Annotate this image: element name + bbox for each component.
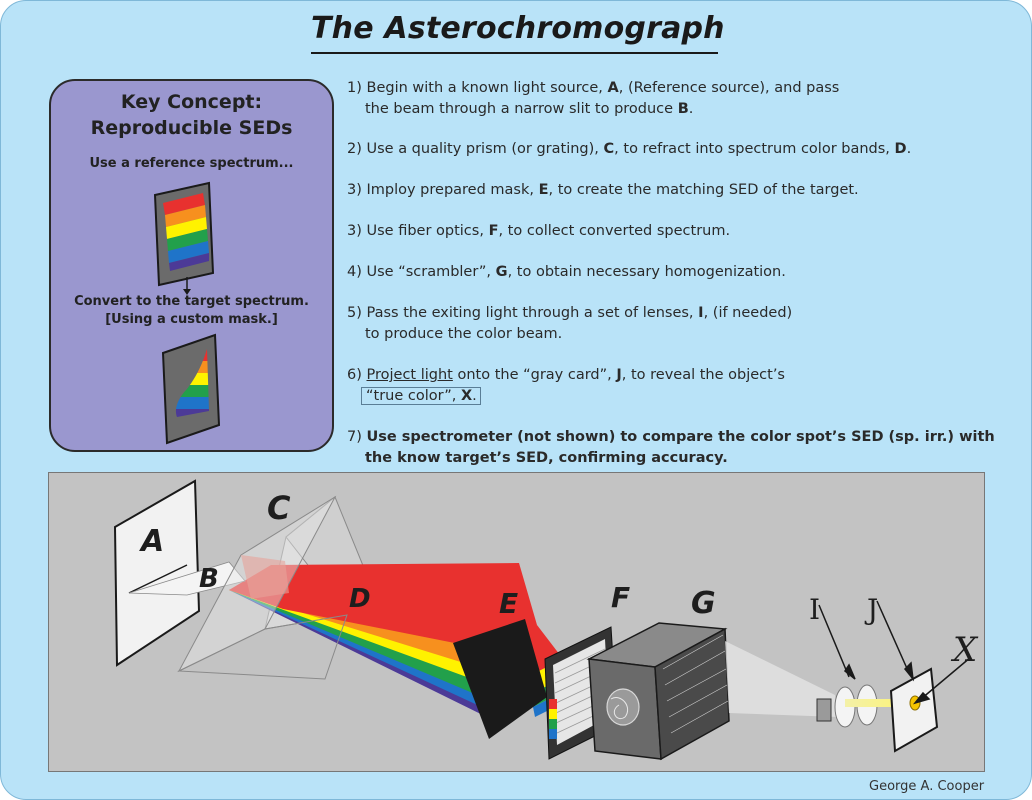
step-3-text-2: , to create the matching SED of the targ… xyxy=(548,182,859,198)
step-1-text-3: the beam through a narrow slit to produc… xyxy=(365,101,678,117)
title-underline xyxy=(311,52,718,54)
step-1-text-2: , (Reference source), and pass xyxy=(618,80,840,96)
author-credit: George A. Cooper xyxy=(869,779,985,794)
step-1-label-b: B xyxy=(677,101,689,117)
step-1: 1) Begin with a known light source, A, (… xyxy=(347,78,839,120)
step-2-text-2: , to refract into spectrum color bands, xyxy=(614,141,895,157)
reference-source-a xyxy=(113,479,201,667)
key-concept-panel: Key Concept: Reproducible SEDs Use a ref… xyxy=(49,79,334,452)
pointer-lines xyxy=(818,600,972,705)
label-j: J xyxy=(864,593,878,626)
masked-spectrum-card-icon xyxy=(161,333,221,445)
step-7-text-2: , to reveal the object’s xyxy=(621,367,785,383)
step-7-boxed: “true color”, X. xyxy=(361,387,481,405)
step-5-label-g: G xyxy=(495,264,508,280)
step-5-text: 4) Use “scrambler”, xyxy=(347,264,496,280)
gray-card-j xyxy=(889,667,939,753)
label-g: G xyxy=(691,586,716,621)
step-3-text: 3) Imploy prepared mask, xyxy=(347,182,539,198)
step-6-text-3: to produce the color beam. xyxy=(365,326,563,342)
step-7-text: onto the “gray card”, xyxy=(452,367,617,383)
step-5: 4) Use “scrambler”, G, to obtain necessa… xyxy=(347,262,786,283)
step-7-underlined: Project light xyxy=(366,367,453,383)
step-7-label-j: J xyxy=(616,367,622,383)
step-2-text: 2) Use a quality prism (or grating), xyxy=(347,141,604,157)
step-4: 3) Use fiber optics, F, to collect conve… xyxy=(347,221,730,242)
label-c: C xyxy=(267,489,291,527)
step-4-text: 3) Use fiber optics, xyxy=(347,223,489,239)
slit-beam-b xyxy=(128,561,246,596)
step-7-text-4: . xyxy=(472,388,477,404)
step-8-text: Use spectrometer (not shown) to compare … xyxy=(366,429,995,445)
step-8: 7) Use spectrometer (not shown) to compa… xyxy=(347,427,995,469)
label-i: I xyxy=(809,593,820,626)
step-4-label-f: F xyxy=(488,223,499,239)
reference-spectrum-card-icon xyxy=(153,181,215,295)
step-1-label-a: A xyxy=(607,80,619,96)
key-concept-text-convert: Convert to the target spectrum. xyxy=(74,294,309,309)
apparatus-diagram: A B C D E F G I J X xyxy=(48,472,985,772)
step-7-text-3: “true color”, xyxy=(366,388,461,404)
step-7-number: 6) xyxy=(347,367,367,383)
key-concept-text-mask: [Using a custom mask.] xyxy=(105,312,278,327)
lenses-i xyxy=(816,684,905,728)
step-6-text: 5) Pass the exiting light through a set … xyxy=(347,305,699,321)
key-concept-heading-line2: Reproducible SEDs xyxy=(90,117,293,139)
key-concept-text-reference: Use a reference spectrum... xyxy=(89,156,294,171)
step-5-text-2: , to obtain necessary homogenization. xyxy=(507,264,786,280)
step-2-label-d: D xyxy=(894,141,907,157)
fiber-color-tips xyxy=(549,699,557,739)
spectrum-band-d xyxy=(229,563,537,723)
label-d: D xyxy=(349,584,371,614)
step-2-label-c: C xyxy=(603,141,615,157)
label-b: B xyxy=(199,564,219,594)
step-3: 3) Imploy prepared mask, E, to create th… xyxy=(347,180,859,201)
step-3-label-e: E xyxy=(538,182,549,198)
step-2: 2) Use a quality prism (or grating), C, … xyxy=(347,139,911,160)
step-1-text-4: . xyxy=(688,101,694,117)
light-cone xyxy=(725,641,839,717)
step-6-label-i: I xyxy=(698,305,704,321)
step-8-number: 7) xyxy=(347,429,367,445)
label-e: E xyxy=(499,587,518,620)
page-title: The Asterochromograph xyxy=(311,11,725,46)
step-6: 5) Pass the exiting light through a set … xyxy=(347,303,792,345)
scrambler-g xyxy=(586,622,730,761)
prism-c xyxy=(177,495,348,680)
step-7-label-x: X xyxy=(460,388,473,404)
step-7: 6) Project light onto the “gray card”, J… xyxy=(347,365,785,407)
step-6-text-2: , (if needed) xyxy=(703,305,793,321)
label-x: X xyxy=(950,630,979,670)
label-f: F xyxy=(611,581,630,614)
key-concept-heading-line1: Key Concept: xyxy=(120,91,263,113)
step-2-text-3: . xyxy=(906,141,912,157)
mask-e xyxy=(453,619,547,739)
label-a: A xyxy=(139,524,164,559)
step-8-text-2: the know target’s SED, confirming accura… xyxy=(365,450,728,466)
step-1-text: 1) Begin with a known light source, xyxy=(347,80,608,96)
step-4-text-2: , to collect converted spectrum. xyxy=(498,223,731,239)
